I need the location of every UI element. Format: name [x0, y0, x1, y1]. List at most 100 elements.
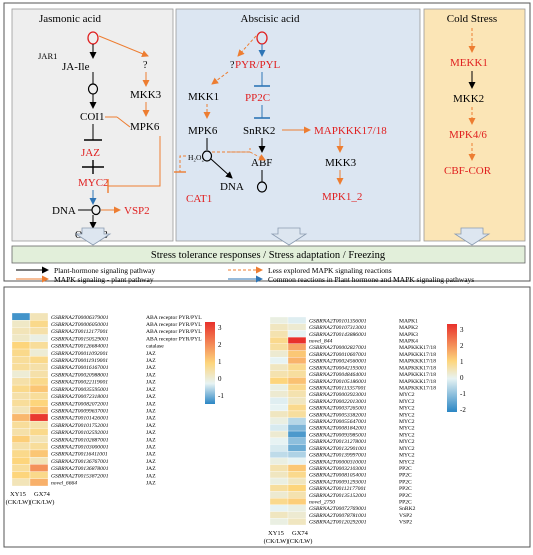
- heatmap-cell: [29, 449, 49, 458]
- node-mkk1: MKK1: [188, 91, 219, 103]
- heatmap-cell: [11, 341, 31, 350]
- heatmap-cell: [11, 464, 31, 472]
- heatmap-x-label: (CK/LW): [6, 499, 31, 506]
- heatmap-gene-label: GSBRNA2T00048464001: [309, 372, 367, 378]
- heatmap-cell: [11, 312, 31, 321]
- heatmap-cell: [29, 435, 49, 443]
- heatmap-cell: [11, 370, 31, 379]
- heatmap-cell: [269, 484, 289, 492]
- heatmap-cell: [11, 384, 31, 393]
- node-mkk3-left: MKK3: [130, 89, 162, 101]
- node-mekk1: MEKK1: [450, 57, 488, 69]
- heatmap-gene-label: GSBRNA2T00072769001: [309, 506, 367, 512]
- heatmap-scale-tick: 2: [460, 342, 464, 350]
- node-myc2: MYC2: [78, 177, 109, 189]
- legend-label-1: Less explored MAPK signaling reactions: [268, 266, 392, 275]
- cold-section-bg: [423, 8, 526, 242]
- heatmap-cell: [287, 417, 307, 425]
- heatmap-cell: [11, 334, 31, 342]
- node-snrk2: SnRK2: [243, 125, 275, 137]
- heatmap-cell: [287, 451, 307, 459]
- heatmap-annotation-label: JAZ: [146, 481, 156, 487]
- heatmap-annotation-label: ABA receptor PYR/PYL: [146, 322, 202, 328]
- node-abf: ABF: [251, 157, 272, 169]
- heatmap-gene-label: novel_2750: [309, 500, 335, 506]
- heatmap-annotation-label: JAZ: [146, 423, 156, 429]
- heatmap-gene-label: GSBRNA2T00102887001: [51, 437, 109, 443]
- heatmap-cell: [287, 377, 307, 385]
- abscisic-section-bg: [175, 8, 421, 242]
- heatmap-cell: [29, 420, 49, 429]
- heatmap-gene-label: GSBRNA2T00136767001: [51, 459, 109, 465]
- heatmap-cell: [269, 383, 289, 391]
- heatmap-annotation-label: JAZ: [146, 452, 156, 458]
- heatmap-cell: [269, 417, 289, 425]
- heatmap-cell: [269, 430, 289, 438]
- node-h2o2: H₂O₂: [188, 153, 204, 162]
- heatmap-annotation-label: JAZ: [146, 372, 156, 378]
- heatmap-annotation-label: MYC2: [399, 446, 415, 452]
- heatmap-gene-label: GSBRNA2T00113357001: [309, 385, 366, 391]
- heatmap-annotation-label: catalase: [146, 344, 164, 350]
- heatmap-gene-label: GSBRNA2T00153872001: [51, 473, 109, 479]
- heatmap-cell: [29, 399, 49, 407]
- heatmap-cell: [287, 511, 307, 519]
- heatmap-annotation-label: MAPKKK17/18: [399, 365, 436, 371]
- heatmap-annotation-label: MYC2: [399, 419, 415, 425]
- heatmap-annotation-label: JAZ: [146, 416, 156, 422]
- heatmap-annotation-label: PP2C: [399, 493, 412, 499]
- heatmap-gene-label: GSBRNA2T00081842001: [309, 426, 367, 432]
- heatmap-x-label: (CK/LW): [30, 499, 55, 506]
- heatmap-cell: [11, 442, 31, 451]
- heatmap-panel-frame: [3, 286, 531, 548]
- heatmap-cell: [11, 356, 31, 364]
- legend-label-2: MAPK signaling - plant pathway: [54, 275, 154, 284]
- heatmap-gene-label: GSBRNA2T00002827001: [309, 345, 367, 351]
- heatmap-cell: [287, 363, 307, 371]
- heatmap-gene-label: GSBRNA2T00003923001: [309, 392, 367, 398]
- heatmap-color-scale: [447, 324, 457, 412]
- node-mkk3-mid: MKK3: [325, 157, 357, 169]
- heatmap-gene-label: GSBRNA2T00000310001: [309, 459, 367, 465]
- heatmap-cell: [269, 316, 289, 324]
- down-arrow-abscisic: [270, 227, 308, 246]
- stress-banner-text: Stress tolerance responses / Stress adap…: [151, 250, 386, 261]
- node-ja-ile: JA-Ile: [62, 61, 90, 73]
- heatmap-cell: [29, 406, 49, 415]
- heatmap-scale-tick: 3: [218, 324, 222, 332]
- heatmap-annotation-label: MAPK4: [399, 338, 418, 344]
- heatmap-x-label: (CK/LW): [288, 538, 313, 545]
- heatmap-gene-label: GSBRNA2T00116411001: [51, 452, 108, 458]
- heatmap-annotation-label: JAZ: [146, 466, 156, 472]
- node-cbf-cor: CBF-COR: [444, 165, 492, 177]
- heatmap-annotation-label: MAPKKK17/18: [399, 379, 436, 385]
- node-mpk1-2: MPK1_2: [322, 191, 362, 203]
- heatmap-annotation-label: MYC2: [399, 459, 415, 465]
- heatmap-annotation-label: JAZ: [146, 430, 156, 436]
- heatmap-gene-label: GSBRNA2T00022119001: [51, 380, 108, 386]
- heatmap-gene-label: GSBRNA2T00072318001: [51, 394, 109, 400]
- heatmap-cell: [287, 477, 307, 485]
- dna-binding-icon-left: [91, 204, 101, 216]
- heatmap-cell: [269, 350, 289, 358]
- heatmap-cell: [269, 336, 289, 344]
- heatmap-cell: [287, 471, 307, 479]
- heatmap-cell: [269, 390, 289, 398]
- heatmap-gene-label: GSBRNA2T00081054001: [309, 473, 367, 479]
- heatmap-cell: [269, 343, 289, 351]
- heatmap-cell: [29, 377, 49, 386]
- heatmap-cell: [287, 343, 307, 351]
- stress-banner: [11, 245, 526, 264]
- legend-label-3: Common reactions in Plant hormone and MA…: [268, 275, 474, 284]
- heatmap-cell: [287, 457, 307, 465]
- heatmap-annotation-label: MAPKKK17/18: [399, 372, 436, 378]
- heatmap-gene-label: GSBRNA2T00126684001: [51, 344, 109, 350]
- heatmap-cell: [269, 444, 289, 452]
- heatmap-annotation-label: ABA receptor PYR/PYL: [146, 336, 202, 342]
- heatmap-scale-tick: 1: [218, 358, 222, 366]
- heatmap-cell: [269, 471, 289, 479]
- heatmap-annotation-label: JAZ: [146, 358, 156, 364]
